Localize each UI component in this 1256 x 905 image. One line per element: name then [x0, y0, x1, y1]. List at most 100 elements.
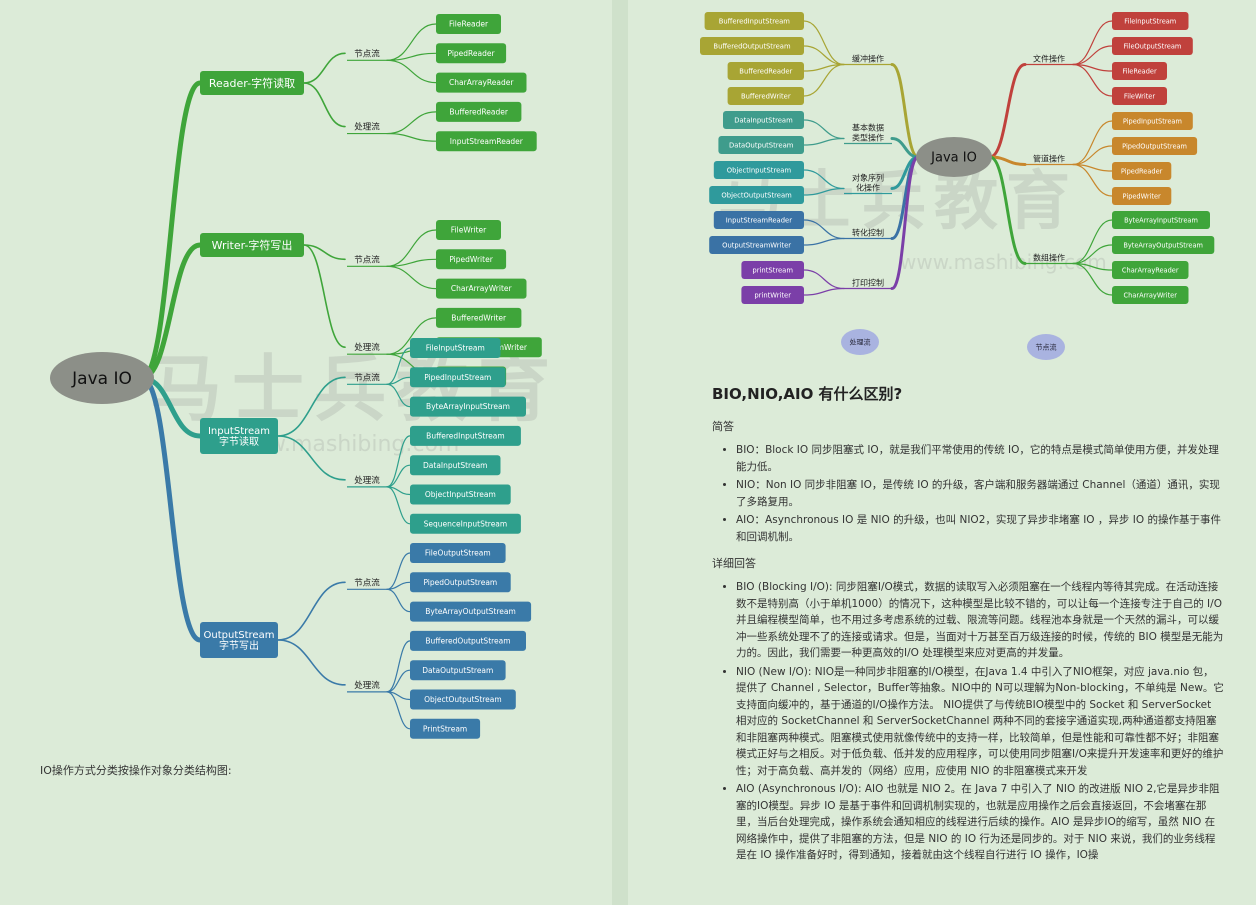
right-class-node-label: CharArrayWriter [1124, 291, 1178, 299]
group-link [277, 435, 346, 481]
right-class-node-label: FileInputStream [1124, 17, 1176, 25]
class-node [410, 484, 511, 505]
legend-ellipse [841, 329, 879, 355]
right-item-link [1072, 219, 1113, 265]
class-node-label: FileWriter [451, 226, 487, 235]
group-link [277, 581, 346, 641]
io-classification-mindmap: Java IO节点流FileReaderPipedReaderCharArray… [50, 14, 542, 739]
class-node-label: PipedInputStream [424, 373, 491, 382]
detail-answer-list: BIO (Blocking I/O): 同步阻塞I/O模式，数据的读取写入必须阻… [712, 579, 1224, 864]
left-class-node [713, 161, 804, 179]
right-class-node-label: PipedReader [1121, 167, 1163, 175]
diagram-caption: IO操作方式分类按操作对象分类结构图: [40, 764, 232, 777]
left-class-node-label: InputStreamReader [726, 216, 792, 224]
right-class-node [1112, 87, 1167, 105]
left-class-node [727, 87, 804, 105]
left-class-node [713, 211, 804, 229]
left-item-link [803, 20, 845, 66]
item-link [386, 383, 411, 408]
right-group-label: 文件操作 [1033, 53, 1065, 63]
right-class-node [1112, 187, 1172, 205]
left-item-link [803, 187, 845, 196]
class-node-label: BufferedInputStream [426, 432, 505, 441]
right-class-node-label: PipedWriter [1123, 192, 1161, 200]
item-link [386, 669, 411, 693]
right-class-node [1112, 211, 1210, 229]
left-item-link [803, 45, 845, 66]
branch-node [200, 418, 278, 454]
right-class-node-label: PipedInputStream [1123, 117, 1182, 125]
group-label: 节点流 [354, 48, 380, 59]
class-node-label: CharArrayReader [449, 78, 514, 87]
branch-node [200, 233, 304, 257]
item-link [386, 265, 437, 290]
class-node-label: ByteArrayOutputStream [425, 607, 516, 616]
right-root-label: Java IO [930, 151, 977, 166]
class-node-label: ObjectOutputStream [424, 695, 502, 704]
class-node [410, 630, 526, 651]
list-item: AIO：Asynchronous IO 是 NIO 的升级，也叫 NIO2，实现… [736, 512, 1224, 545]
legend-ellipse [1027, 334, 1065, 360]
group-label: 处理流 [354, 680, 380, 691]
right-group-label: 管道操作 [1033, 153, 1065, 163]
left-class-node [704, 12, 804, 30]
left-item-link [803, 119, 845, 140]
right-class-node-label: PipedOutputStream [1122, 142, 1187, 150]
item-link [386, 132, 437, 142]
right-class-node [1112, 137, 1198, 155]
left-class-node-label: ObjectOutputStream [721, 191, 792, 199]
group-link [277, 639, 346, 686]
class-node [410, 455, 501, 476]
class-node-label: DataOutputStream [422, 666, 493, 675]
item-link [386, 552, 411, 590]
left-branch-link [890, 155, 920, 290]
item-link [386, 111, 437, 135]
left-class-node [709, 186, 804, 204]
class-node [410, 513, 521, 534]
class-node-label: SequenceInputStream [424, 519, 508, 528]
right-item-link [1072, 45, 1113, 66]
class-node [410, 396, 526, 417]
class-node [436, 101, 522, 122]
class-node-label: PipedWriter [449, 255, 493, 264]
left-item-link [803, 63, 845, 97]
group-link [303, 82, 346, 128]
right-class-node-label: ByteArrayOutputStream [1123, 241, 1203, 249]
left-class-node [727, 62, 804, 80]
group-label: 处理流 [354, 475, 380, 486]
item-link [386, 52, 437, 61]
legend-label: 处理流 [850, 337, 871, 346]
class-node-label: FileOutputStream [425, 549, 491, 558]
right-class-node-label: CharArrayReader [1122, 266, 1179, 274]
right-class-node [1112, 62, 1167, 80]
right-class-node [1112, 236, 1215, 254]
branch-node-label: Writer-字符写出 [212, 238, 293, 252]
list-item: NIO (New I/O): NIO是一种同步非阻塞的I/O模型，在Java 1… [736, 664, 1224, 780]
class-node-label: FileInputStream [426, 344, 485, 353]
left-class-node-label: BufferedOutputStream [713, 42, 791, 50]
right-class-node [1112, 286, 1189, 304]
left-class-node-label: DataOutputStream [729, 141, 794, 149]
class-node-label: PipedOutputStream [423, 578, 497, 587]
class-node [410, 601, 532, 622]
article: BIO,NIO,AIO 有什么区别? 简答 BIO：Block IO 同步阻塞式… [712, 383, 1224, 874]
left-class-node-label: BufferedReader [739, 67, 792, 75]
item-link [386, 464, 411, 488]
class-node [410, 425, 521, 446]
left-item-link [803, 237, 845, 246]
left-class-node-label: printWriter [754, 291, 791, 299]
list-item: BIO (Blocking I/O): 同步阻塞I/O模式，数据的读取写入必须阻… [736, 579, 1224, 662]
class-node-label: BufferedOutputStream [425, 637, 510, 646]
class-node-label: DataInputStream [423, 461, 487, 470]
left-group-label: 打印控制 [852, 277, 884, 287]
left-item-link [803, 219, 845, 240]
class-node-label: FileReader [449, 20, 489, 29]
right-class-node [1112, 12, 1189, 30]
class-node [410, 572, 511, 593]
right-class-node-label: ByteArrayInputStream [1124, 216, 1198, 224]
right-class-node-label: FileWriter [1124, 92, 1155, 100]
left-class-node-label: BufferedInputStream [719, 17, 791, 25]
legend-label: 节点流 [1036, 342, 1057, 351]
page-gutter [612, 0, 628, 905]
